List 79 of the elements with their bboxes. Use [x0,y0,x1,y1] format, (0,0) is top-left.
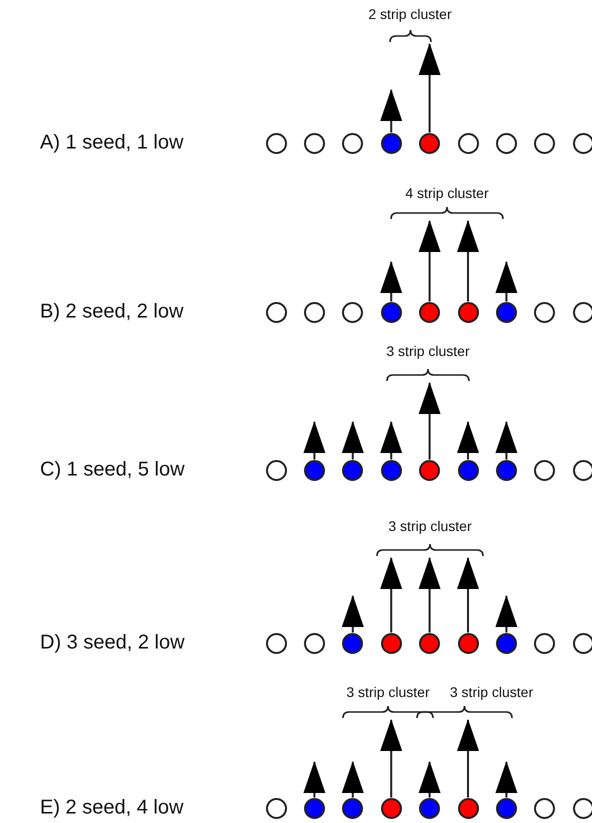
row-label: C) 1 seed, 5 low [40,458,185,482]
strip-circle [419,132,440,154]
row-label: D) 3 seed, 2 low [40,632,185,654]
strip-circle [534,302,556,322]
strip-circle [534,798,556,818]
arrow [457,557,479,632]
strip-circle [304,632,325,654]
strip-circle [380,302,402,322]
strip-circle [266,460,286,480]
strip-circle [419,460,440,480]
arrow [418,43,441,132]
arrow [495,761,518,798]
strip-circle [458,798,478,818]
arrow [495,261,518,302]
strip-circle [266,302,286,322]
cluster-label: 3 strip cluster [346,684,430,700]
strip-circle [342,632,364,654]
strip-circle [342,798,364,818]
strip-circle [458,132,478,154]
arrow [495,595,518,632]
arrow [380,557,402,632]
arrow [418,557,441,632]
strip-circle [496,132,517,154]
cluster-label: 3 strip cluster [388,518,472,534]
arrow [303,761,326,798]
strip-circle [496,460,517,480]
strip-circle [266,632,286,654]
strip-circle [572,132,592,154]
arrow [495,421,518,460]
arrow [342,421,364,460]
arrow [380,261,402,302]
strip-circle [572,798,592,818]
strip-circle [304,460,325,480]
arrow [380,421,402,460]
strip-circle [342,132,364,154]
strip-circle [496,302,517,322]
strip-circle [380,798,402,818]
strip-circle [572,632,592,654]
strip-circle [419,798,440,818]
cluster-label: 2 strip cluster [368,6,452,22]
arrow [303,421,326,460]
row-label: B) 2 seed, 2 low [40,300,184,324]
strip-circle [534,132,556,154]
strip-circle [380,632,402,654]
arrow [380,89,402,132]
strip-circle [266,132,286,154]
strip-circle [534,460,556,480]
strip-circle [304,798,325,818]
strip-circle [572,302,592,322]
arrow [418,382,441,460]
row-label: E) 2 seed, 4 low [40,796,184,820]
cluster-label: 3 strip cluster [386,343,470,359]
strip-circle [458,302,478,322]
strip-circle [534,632,556,654]
strip-circle [342,460,364,480]
arrow [418,761,441,798]
strip-circle [380,460,402,480]
strip-circle [458,460,478,480]
arrow [457,719,479,798]
strip-circle [572,460,592,480]
strip-circle [266,798,286,818]
arrow [380,719,402,798]
arrow [418,220,441,302]
strip-circle [496,798,517,818]
strip-circle [496,632,517,654]
cluster-label: 3 strip cluster [450,684,534,700]
strip-circle [304,132,325,154]
strip-circle [458,632,478,654]
strip-circle [419,302,440,322]
cluster-label: 4 strip cluster [405,185,489,201]
arrow [342,595,364,632]
arrow [457,220,479,302]
arrow [457,421,479,460]
arrow [342,761,364,798]
strip-circle [380,132,402,154]
strip-circle [419,632,440,654]
strip-circle [304,302,325,322]
row-label: A) 1 seed, 1 low [40,132,184,154]
strip-circle [342,302,364,322]
